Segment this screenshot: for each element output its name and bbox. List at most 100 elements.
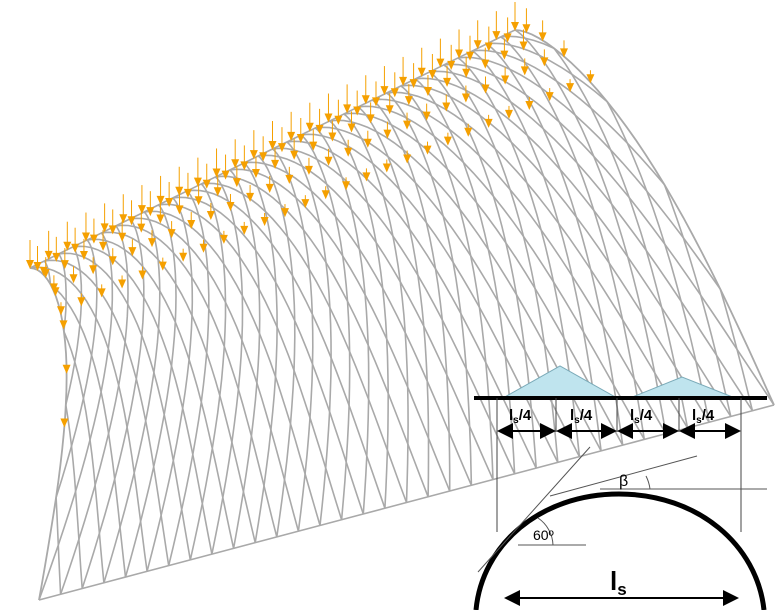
load-arrow — [321, 186, 330, 200]
load-arrow-head — [520, 66, 529, 76]
load-arrow-head — [484, 118, 493, 128]
load-arrow — [138, 266, 147, 280]
load-arrow — [183, 172, 192, 198]
load-arrow-head — [246, 192, 255, 202]
load-arrow — [443, 132, 452, 146]
load-arrow — [353, 90, 362, 116]
lattice-member — [386, 91, 689, 429]
lattice-member — [29, 266, 148, 572]
lattice-vault — [26, 2, 775, 601]
load-arrow-head — [404, 96, 413, 106]
load-arrow — [231, 139, 240, 169]
load-arrow-head — [447, 60, 456, 70]
load-arrow-head — [240, 161, 249, 171]
load-arrow — [328, 120, 337, 142]
load-arrow — [156, 175, 165, 205]
load-arrow-head — [193, 177, 202, 187]
load-arrow — [545, 88, 554, 102]
load-arrow-head — [226, 201, 235, 211]
load-arrow-head — [240, 225, 249, 235]
load-arrow — [447, 44, 456, 70]
load-arrow-head — [259, 152, 268, 162]
load-arrow — [361, 75, 370, 105]
load-arrow-head — [443, 136, 452, 146]
lattice-member — [243, 162, 278, 543]
load-arrow — [492, 11, 501, 41]
load-arrow — [481, 47, 490, 69]
load-arrow — [79, 238, 88, 260]
load-arrow — [175, 193, 184, 215]
load-arrow — [63, 221, 72, 251]
load-arrow — [525, 96, 534, 110]
load-arrow — [221, 154, 230, 180]
load-arrow-head — [344, 147, 353, 157]
load-arrow-head — [33, 262, 42, 272]
lattice-member — [429, 70, 754, 412]
base-line — [38, 404, 775, 601]
load-arrow-head — [271, 159, 280, 169]
load-arrow-head — [501, 75, 510, 85]
lattice-member — [400, 85, 494, 480]
load-arrow-head — [77, 297, 86, 307]
load-arrow-head — [44, 250, 53, 260]
load-arrow — [240, 221, 249, 235]
load-arrow-head — [167, 229, 176, 239]
load-arrow-head — [371, 97, 380, 107]
load-arrow — [324, 148, 333, 166]
load-arrow-head — [343, 104, 352, 114]
load-arrow-head — [481, 59, 490, 69]
vault-grid-lines — [29, 29, 775, 601]
load-arrow-head — [484, 42, 493, 52]
load-arrow-head — [26, 260, 34, 269]
load-arrow — [118, 275, 127, 289]
load-arrow-head — [118, 232, 127, 242]
load-arrow-head — [137, 205, 146, 215]
load-arrow-head — [422, 111, 431, 121]
load-arrow — [464, 123, 473, 137]
load-arrow-head — [89, 265, 98, 275]
lattice-member — [286, 140, 537, 469]
lattice-member — [72, 245, 213, 555]
load-arrow — [390, 72, 399, 98]
tangent-beta-line — [549, 455, 698, 497]
load-arrow — [158, 257, 167, 271]
load-arrow-head — [79, 250, 88, 260]
load-arrow-head — [559, 48, 568, 58]
load-arrow — [69, 266, 78, 284]
lattice-member — [215, 175, 429, 498]
segment-label-1: ls/4 — [509, 407, 532, 426]
load-arrow — [251, 156, 260, 178]
load-arrow — [175, 166, 184, 196]
load-arrow-head — [436, 58, 445, 68]
load-arrow — [559, 40, 568, 58]
load-arrow — [127, 200, 136, 226]
load-arrow-head — [545, 92, 554, 102]
load-arrow — [240, 145, 249, 171]
load-arrow — [442, 94, 451, 112]
load-arrow — [118, 220, 127, 242]
load-arrow — [212, 148, 221, 178]
load-arrow — [285, 166, 294, 184]
load-arrow — [347, 111, 356, 133]
load-arrow — [366, 102, 375, 124]
lattice-member — [258, 154, 494, 480]
load-arrow-head — [69, 274, 78, 284]
load-arrow-head — [383, 129, 392, 139]
load-arrow — [60, 248, 69, 270]
load-arrow — [194, 184, 203, 206]
load-arrow — [128, 239, 137, 257]
load-arrow-head — [324, 156, 333, 166]
load-arrow — [344, 139, 353, 157]
load-arrow — [219, 230, 228, 244]
load-arrow-head — [385, 105, 394, 115]
load-arrow-head — [118, 279, 127, 289]
load-arrow — [26, 240, 34, 269]
load-arrow — [199, 239, 208, 253]
load-arrow-head — [390, 88, 399, 98]
arch-section — [473, 491, 767, 610]
load-arrow-head — [353, 106, 362, 116]
load-arrow — [501, 67, 510, 85]
load-arrow — [371, 81, 380, 107]
load-arrow — [33, 246, 42, 272]
load-arrow — [423, 75, 432, 97]
